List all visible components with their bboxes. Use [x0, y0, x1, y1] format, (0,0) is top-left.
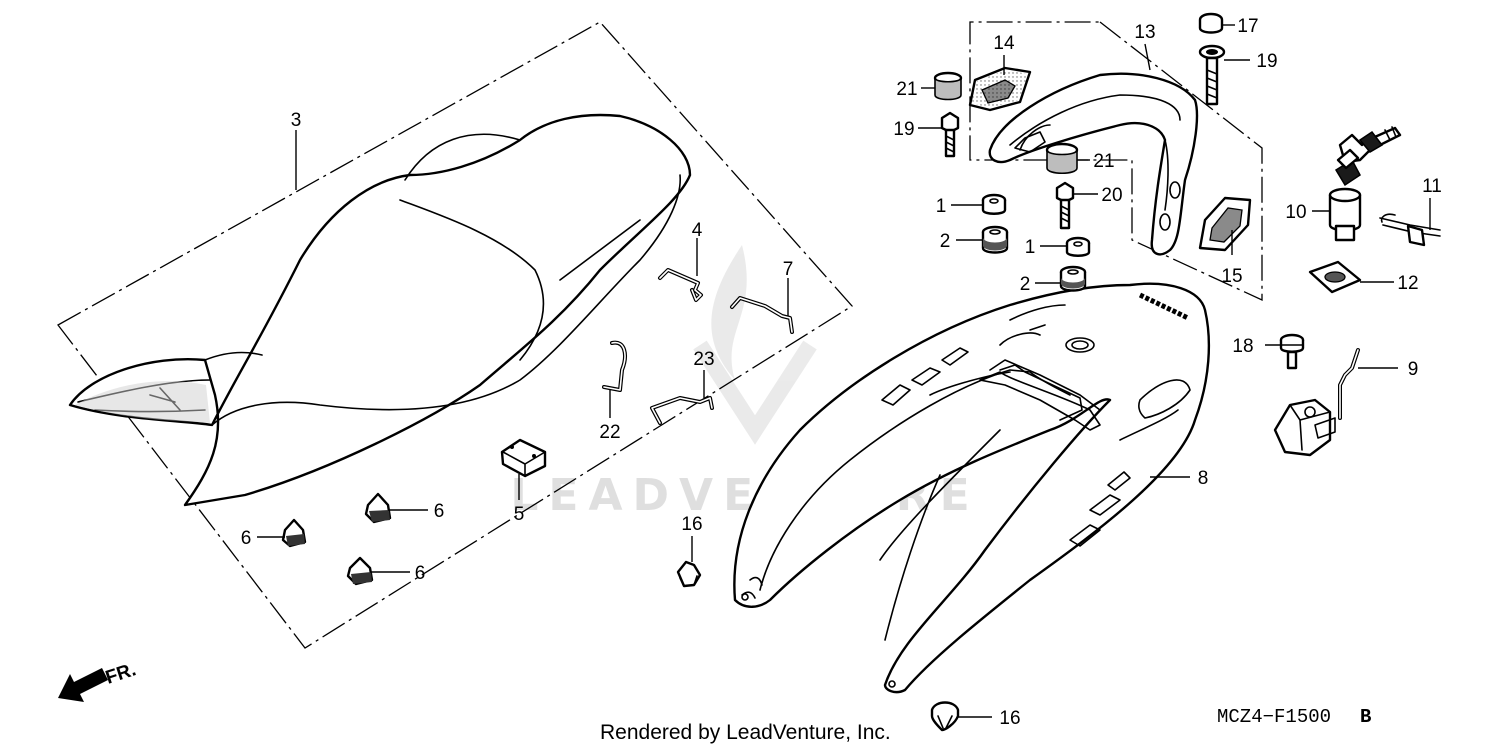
cap-17[interactable]	[1198, 12, 1224, 34]
callout-13: 13	[1134, 22, 1155, 43]
callout-18: 18	[1232, 336, 1253, 357]
callout-2b: 2	[1020, 274, 1031, 295]
seat-cushion-6c[interactable]	[346, 556, 374, 586]
rear-cowl[interactable]	[733, 282, 1211, 694]
callout-22: 22	[599, 422, 620, 443]
cushion-21b[interactable]	[1045, 142, 1079, 175]
grab-rail-plate-14[interactable]	[968, 66, 1032, 112]
bolt-18[interactable]	[1279, 333, 1305, 370]
callout-8: 8	[1198, 468, 1209, 489]
callout-20: 19	[1256, 51, 1277, 72]
key-lock[interactable]	[1328, 126, 1402, 242]
seat-hook-22[interactable]	[602, 340, 627, 392]
grab-rail-plate-15[interactable]	[1198, 196, 1252, 252]
callout-7: 7	[783, 259, 794, 280]
callout-15: 15	[1221, 266, 1242, 287]
callout-14: 14	[993, 33, 1015, 54]
seat-group-box	[57, 21, 853, 649]
credit-text: Rendered by LeadVenture, Inc.	[600, 721, 891, 744]
clip-16b[interactable]	[930, 701, 960, 732]
callout-5: 5	[514, 504, 525, 525]
callout-23: 23	[693, 349, 714, 370]
diagram-code: MCZ4−F1500	[1217, 706, 1331, 728]
lock-wire-11[interactable]	[1379, 213, 1441, 247]
callout-2a: 2	[940, 231, 951, 252]
callout-21a: 21	[896, 79, 917, 100]
callout-19a: 19	[893, 119, 914, 140]
callout-11: 11	[1422, 176, 1442, 197]
seat-cushion-6b[interactable]	[364, 492, 392, 524]
front-label: FR.	[103, 659, 139, 688]
callout-6c: 6	[415, 563, 426, 584]
callout-16b: 16	[999, 708, 1020, 729]
bolt-19a[interactable]	[940, 111, 960, 158]
callout-10: 10	[1285, 202, 1306, 223]
rubber-2a[interactable]	[981, 225, 1009, 254]
seat[interactable]	[68, 113, 692, 507]
seat-block-5[interactable]	[500, 438, 547, 478]
cushion-21a[interactable]	[933, 71, 963, 101]
lock-plate-12[interactable]	[1308, 260, 1362, 294]
clip-16a[interactable]	[676, 560, 702, 588]
callout-6b: 6	[434, 501, 445, 522]
bolt-19b[interactable]	[1055, 181, 1075, 230]
collar-1a[interactable]	[981, 193, 1007, 215]
callout-numbers: 3 4 7 22 23 5 6 6 6 16 16 8 1 2 1 2 21 1…	[241, 16, 1442, 729]
callout-12: 12	[1397, 273, 1418, 294]
seat-wire-23[interactable]	[650, 396, 714, 425]
grab-rail-group-box	[969, 21, 1263, 302]
callout-9: 9	[1408, 359, 1419, 380]
diagram-code-suffix: B	[1360, 706, 1371, 728]
callout-21b: 21	[1093, 151, 1114, 172]
callout-3: 3	[291, 110, 302, 131]
rubber-2b[interactable]	[1059, 265, 1087, 292]
seat-latch-9[interactable]	[1273, 348, 1360, 457]
seat-cushion-6a[interactable]	[281, 518, 307, 548]
callout-17: 17	[1237, 16, 1258, 37]
callout-16a: 16	[681, 514, 702, 535]
callout-1a: 1	[936, 196, 947, 217]
callout-1b: 1	[1025, 237, 1036, 258]
collar-1b[interactable]	[1065, 236, 1091, 257]
bolt-20[interactable]	[1198, 44, 1226, 106]
seat-wire-bracket-4[interactable]	[658, 268, 703, 302]
leader-lines	[257, 24, 1431, 718]
callout-19b: 20	[1101, 185, 1122, 206]
callout-4: 4	[692, 220, 703, 241]
callout-6a: 6	[241, 528, 252, 549]
grab-rail[interactable]	[988, 72, 1199, 256]
seat-wire-bracket-7[interactable]	[730, 296, 794, 334]
front-direction-arrow: FR.	[58, 659, 139, 702]
